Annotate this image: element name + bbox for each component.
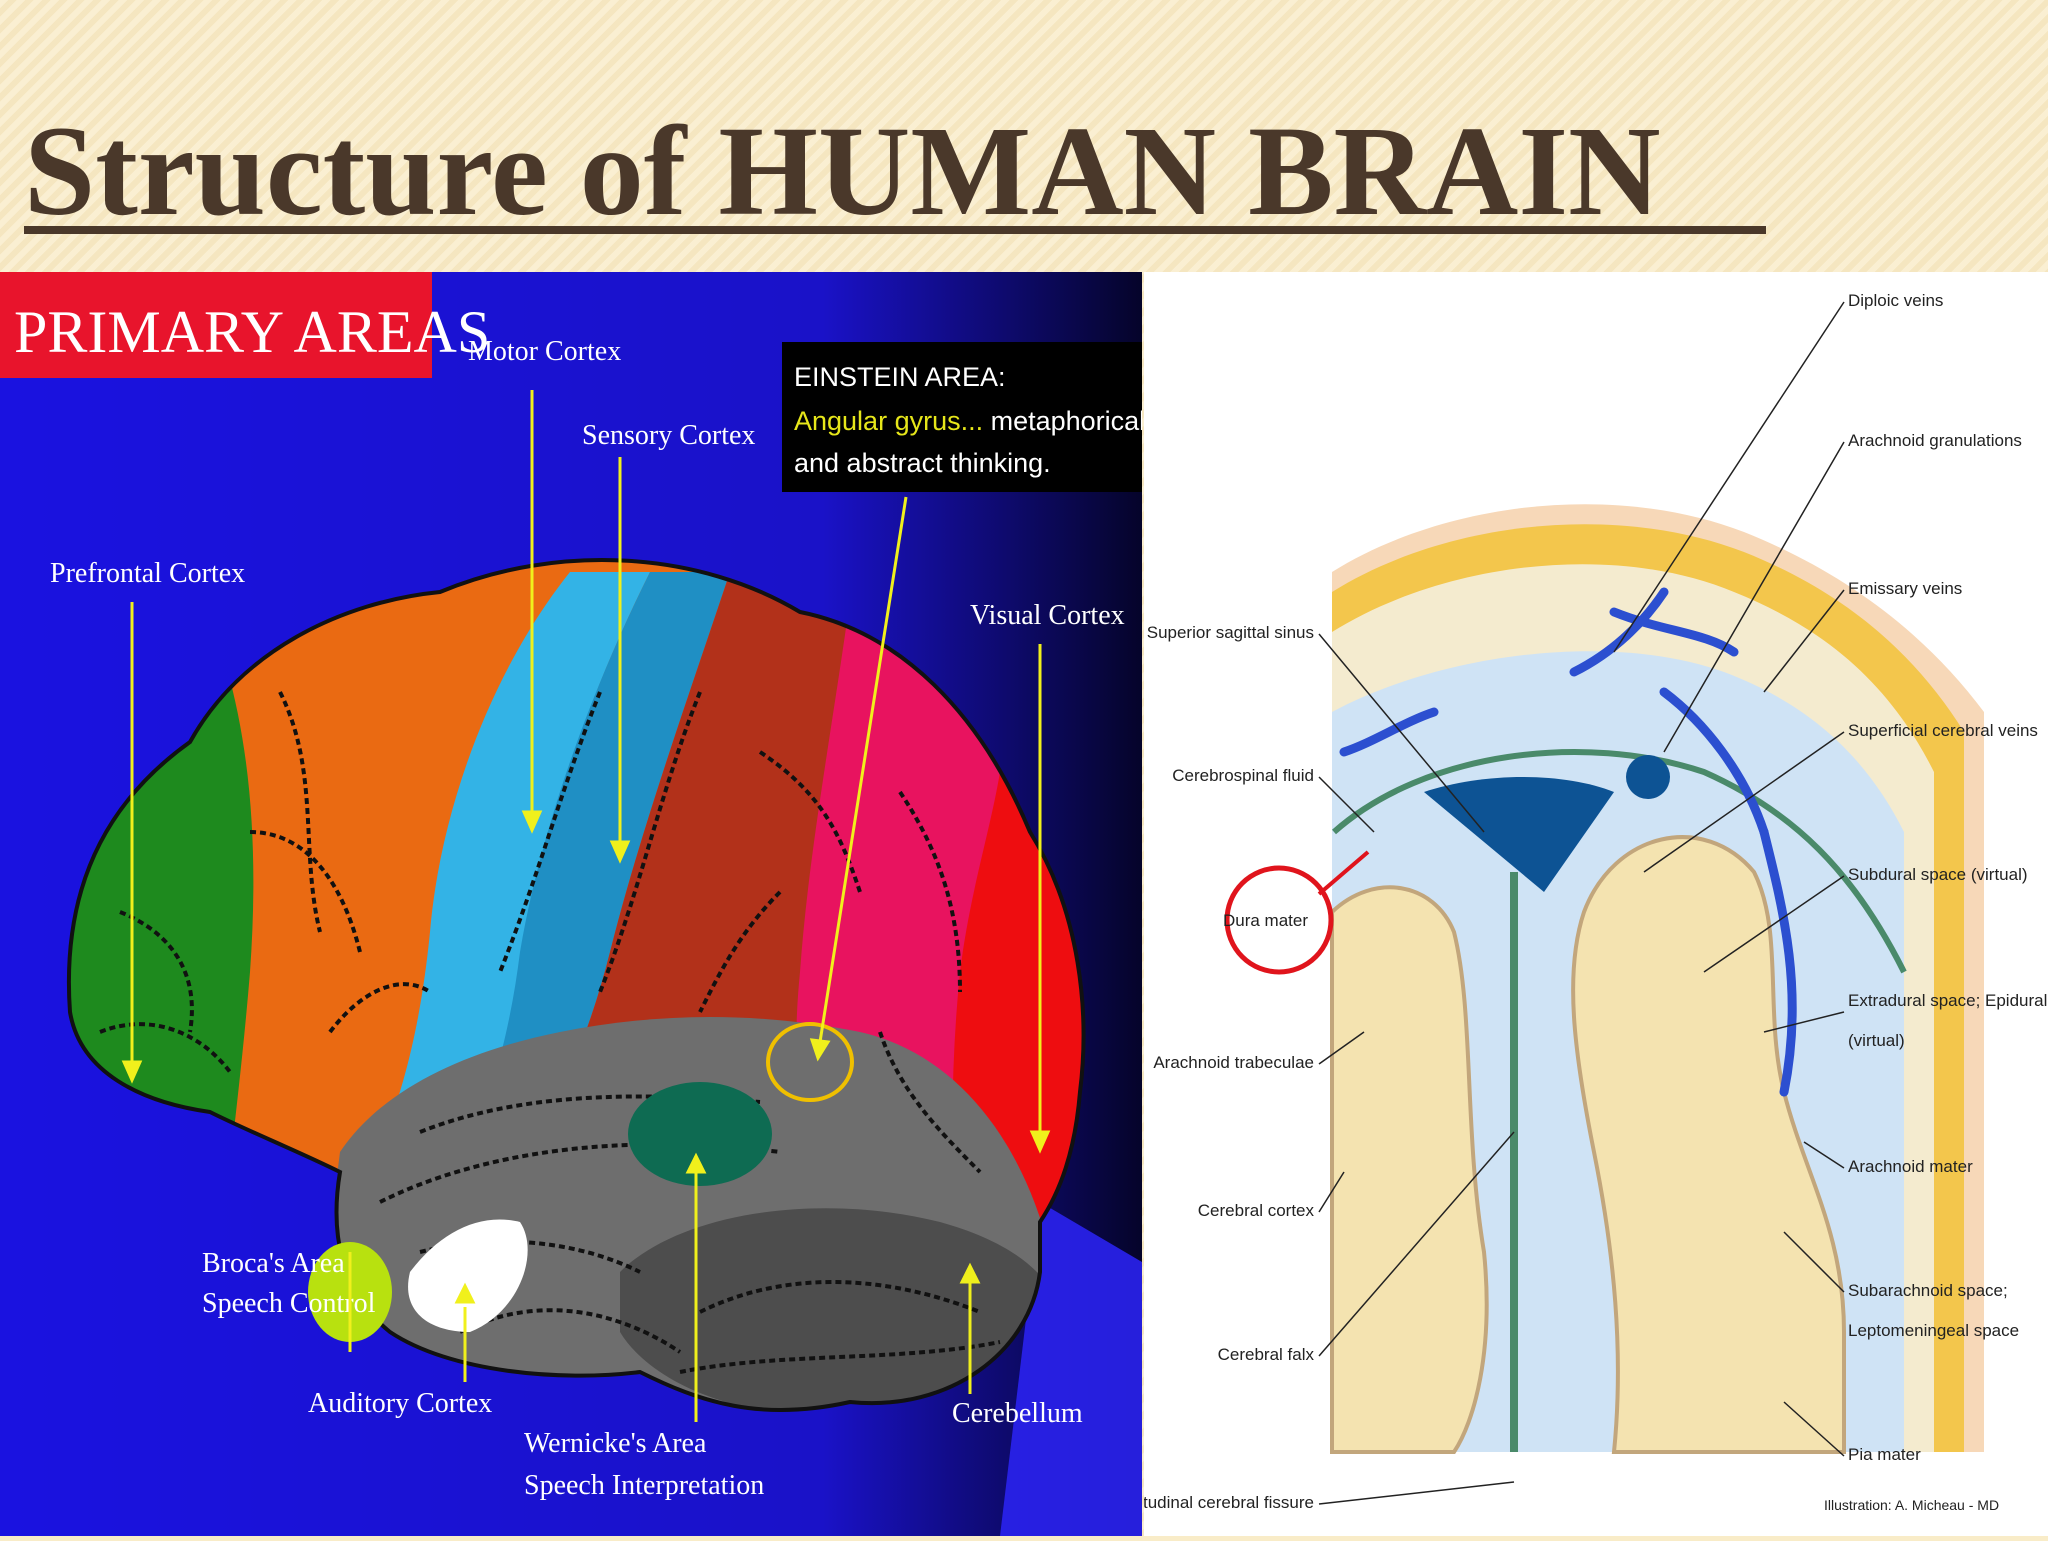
visual-cortex-label: Visual Cortex xyxy=(970,600,1125,631)
einstein-line1-rest: metaphorical xyxy=(983,406,1142,436)
label-longitudinal-fissure: Longitudinal cerebral fissure xyxy=(1144,1493,1314,1512)
cerebellum-label: Cerebellum xyxy=(952,1398,1083,1429)
label-arrows xyxy=(121,390,1051,1422)
einstein-line1: Angular gyrus... metaphorical xyxy=(794,406,1142,436)
left-hemisphere-gyrus xyxy=(1330,885,1489,1454)
angular-gyrus-circle xyxy=(766,1022,854,1102)
label-superficial-cerebral-veins: Superficial cerebral veins xyxy=(1848,721,2038,740)
label-cerebrospinal-fluid: Cerebrospinal fluid xyxy=(1172,766,1314,785)
label-subarachnoid-line1: Subarachnoid space; xyxy=(1848,1281,2008,1300)
veins xyxy=(1339,587,1797,1097)
einstein-highlight: Angular gyrus... xyxy=(794,406,983,436)
label-subdural-space: Subdural space (virtual) xyxy=(1848,865,2028,884)
dura-mater-circle xyxy=(1224,865,1334,975)
illustration-credit: Illustration: A. Micheau - MD xyxy=(1824,1497,1999,1513)
auditory-cortex-label: Auditory Cortex xyxy=(308,1388,492,1419)
label-extradural-line1: Extradural space; Epidural space xyxy=(1848,991,2048,1010)
sensory-cortex-region xyxy=(450,572,730,1182)
label-arachnoid-trabeculae: Arachnoid trabeculae xyxy=(1153,1053,1314,1072)
wernicke-label-line2: Speech Interpretation xyxy=(524,1470,764,1501)
einstein-heading: EINSTEIN AREA: xyxy=(794,362,1006,392)
label-arachnoid-granulations: Arachnoid granulations xyxy=(1848,431,2022,450)
label-dura-mater: Dura mater xyxy=(1223,911,1308,930)
primary-areas-banner xyxy=(0,272,432,378)
broca-label-line1: Broca's Area xyxy=(202,1248,345,1279)
einstein-line2: and abstract thinking. xyxy=(794,448,1051,478)
label-extradural-line2: (virtual) xyxy=(1848,1031,1905,1050)
arachnoid-granulation xyxy=(1626,755,1670,799)
sensory-cortex-label: Sensory Cortex xyxy=(582,420,755,451)
brain-diagram: PRIMARY AREAS Motor Corte xyxy=(0,272,1145,1536)
label-cerebral-falx: Cerebral falx xyxy=(1218,1345,1315,1364)
auditory-area-patch xyxy=(408,1219,528,1332)
wernicke-area-patch xyxy=(628,1082,772,1186)
broca-label-line2: Speech Control xyxy=(202,1288,376,1319)
left-leader-lines xyxy=(1318,633,1515,1505)
label-pia-mater: Pia mater xyxy=(1848,1445,1921,1464)
dura-mater-line xyxy=(1332,749,1907,974)
motor-cortex-region xyxy=(360,572,650,1202)
primary-areas-label: PRIMARY AREAS xyxy=(14,299,490,365)
title-underline xyxy=(24,226,1766,234)
dura-mater-pointer xyxy=(1317,850,1370,896)
label-subarachnoid-line2: Leptomeningeal space xyxy=(1848,1321,2019,1340)
right-hemisphere-gyrus xyxy=(1571,835,1846,1454)
superior-sagittal-sinus xyxy=(1424,777,1614,892)
label-diploic-veins: Diploic veins xyxy=(1848,291,1943,310)
right-leader-lines xyxy=(1613,301,1845,1457)
prefrontal-region xyxy=(68,572,254,1272)
prefrontal-cortex-label: Prefrontal Cortex xyxy=(50,558,245,589)
label-emissary-veins: Emissary veins xyxy=(1848,579,1962,598)
label-superior-sagittal-sinus: Superior sagittal sinus xyxy=(1147,623,1314,642)
einstein-area-box xyxy=(782,342,1142,492)
wernicke-label-line1: Wernicke's Area xyxy=(524,1428,707,1459)
label-arachnoid-mater: Arachnoid mater xyxy=(1848,1157,1973,1176)
meninges-diagram: Diploic veins Arachnoid granulations Emi… xyxy=(1101,272,2048,1536)
brain-outline xyxy=(66,558,1086,1413)
motor-cortex-label: Motor Cortex xyxy=(468,336,621,367)
label-cerebral-cortex: Cerebral cortex xyxy=(1198,1201,1315,1220)
slide-title: Structure of HUMAN BRAIN xyxy=(24,100,1661,242)
